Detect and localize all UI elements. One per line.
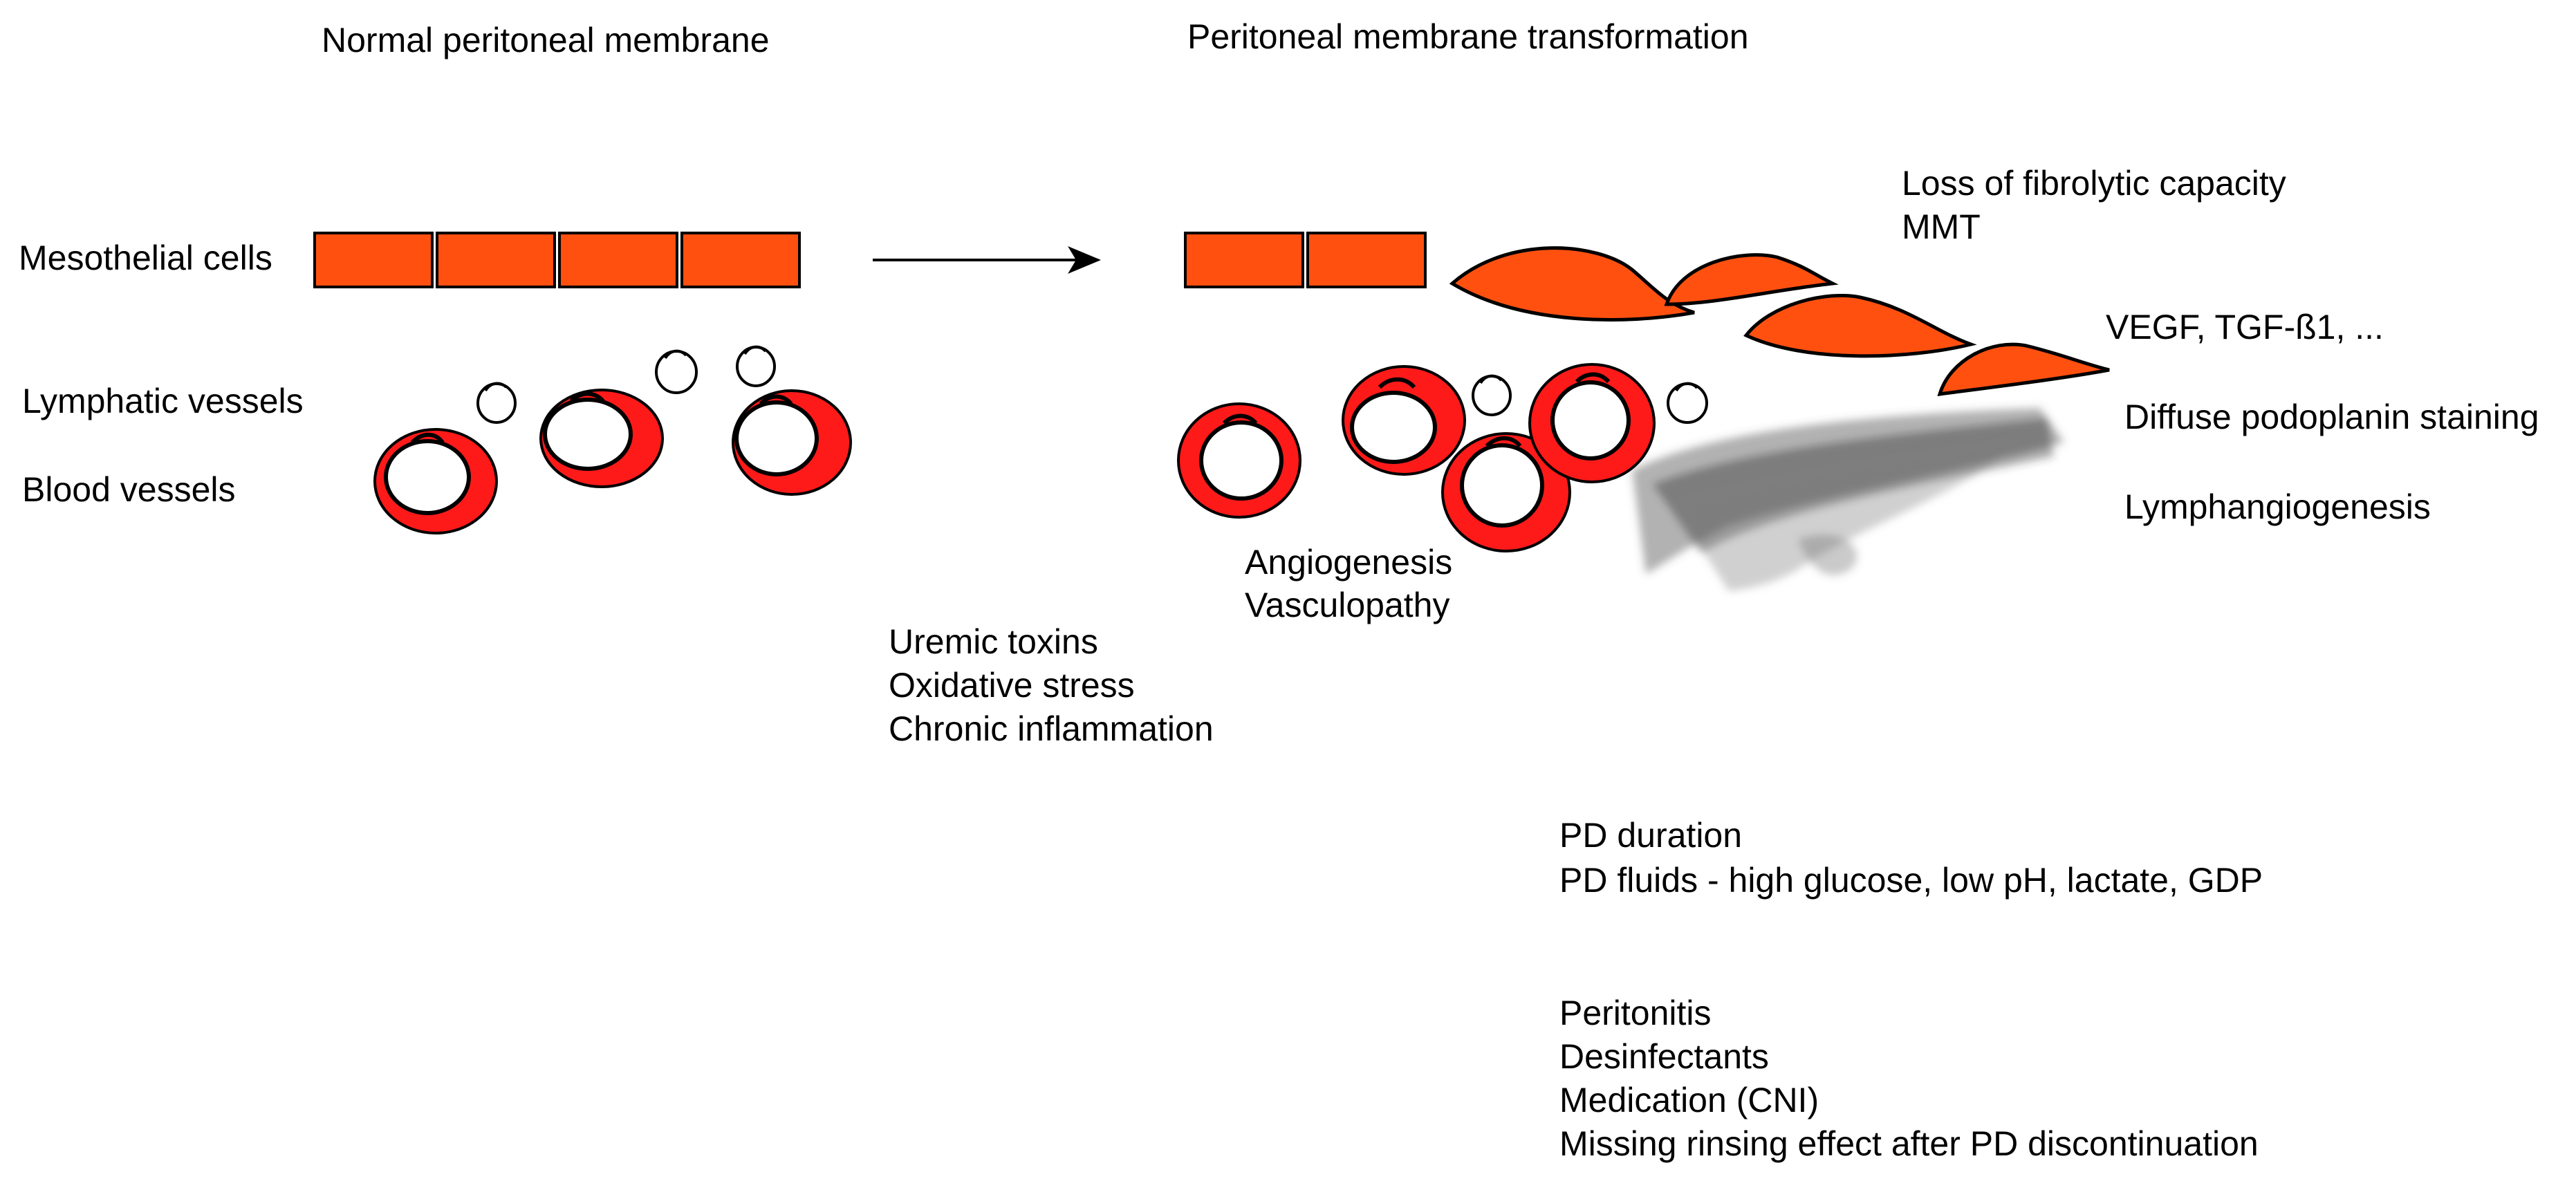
factor-item: Peritonitis <box>1559 994 1712 1032</box>
label-loss-fibrolytic-capacity: Loss of fibrolytic capacity <box>1902 164 2286 203</box>
factor-item: Oxidative stress <box>889 666 1135 705</box>
lymphatic-vessel <box>1667 382 1708 424</box>
mesothelial-cell <box>680 232 801 288</box>
mesothelial-cell <box>436 232 556 288</box>
spindle-cell <box>1743 294 1977 358</box>
label-lymphatic-vessels: Lymphatic vessels <box>22 382 304 420</box>
factor-group-other: Peritonitis Desinfectants Medication (CN… <box>1559 994 2259 1163</box>
spindle-cell <box>1449 246 1695 322</box>
lymphatic-vessel <box>655 349 698 394</box>
blood-vessels-normal <box>373 389 852 534</box>
mesothelial-cell <box>313 232 434 288</box>
label-vegf-tgf: VEGF, TGF-ß1, ... <box>2106 308 2384 346</box>
mesothelial-cell-row-normal <box>313 232 801 288</box>
factor-item: PD fluids - high glucose, low pH, lactat… <box>1559 861 2263 900</box>
label-mmt: MMT <box>1902 207 1981 246</box>
label-diffuse-podoplanin: Diffuse podoplanin staining <box>2124 398 2539 436</box>
lymphangiogenesis-smudge <box>1632 408 2064 591</box>
mesothelial-cell <box>1184 232 1304 288</box>
mesothelial-cell <box>1306 232 1427 288</box>
label-mesothelial-cells: Mesothelial cells <box>19 239 272 277</box>
factor-item: PD duration <box>1559 816 1742 855</box>
lymphatic-vessel <box>736 345 776 387</box>
factor-item: Uremic toxins <box>889 622 1098 661</box>
lymphatic-vessel <box>476 382 517 424</box>
blood-vessels-transformed <box>1177 363 1656 552</box>
blood-vessel <box>732 389 852 496</box>
title-membrane-transformation: Peritoneal membrane transformation <box>1187 17 1749 56</box>
blood-vessel <box>1528 363 1656 483</box>
blood-vessel <box>1342 365 1466 476</box>
title-normal-membrane: Normal peritoneal membrane <box>322 21 770 59</box>
label-blood-vessels: Blood vessels <box>22 470 236 509</box>
label-angiogenesis: Angiogenesis <box>1245 543 1452 582</box>
label-lymphangiogenesis: Lymphangiogenesis <box>2124 487 2431 526</box>
spindle-cells-mmt <box>1449 246 2110 396</box>
factor-group-pd: PD duration PD fluids - high glucose, lo… <box>1559 816 2263 900</box>
blood-vessel <box>1441 432 1571 552</box>
factor-group-uremic: Uremic toxins Oxidative stress Chronic i… <box>889 622 1214 748</box>
mesothelial-cell <box>558 232 678 288</box>
lymphatic-vessels-normal <box>476 345 776 424</box>
blood-vessel <box>539 389 664 488</box>
factor-item: Missing rinsing effect after PD disconti… <box>1559 1124 2259 1163</box>
factor-item: Chronic inflammation <box>889 709 1214 748</box>
blood-vessel <box>373 428 498 534</box>
label-vasculopathy: Vasculopathy <box>1245 586 1449 624</box>
blood-vessel <box>1177 402 1301 519</box>
lymphatic-vessels-transformed <box>1472 374 1708 424</box>
mesothelial-cell-row-transformed <box>1184 232 1427 288</box>
lymphatic-vessel <box>1472 374 1512 416</box>
spindle-cell <box>1937 342 2110 396</box>
factor-item: Desinfectants <box>1559 1037 1769 1076</box>
spindle-cell <box>1664 253 1839 306</box>
factor-item: Medication (CNI) <box>1559 1081 1819 1119</box>
